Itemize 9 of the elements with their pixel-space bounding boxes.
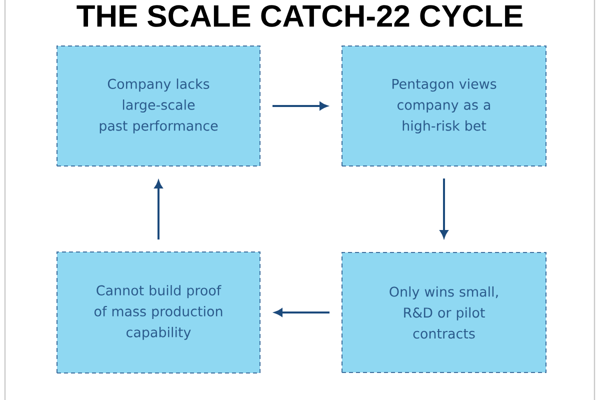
title: THE SCALE CATCH-22 CYCLE xyxy=(76,5,522,27)
arrow xyxy=(274,308,330,316)
process-box: Cannot build proof of mass production capability xyxy=(56,252,260,374)
process-box: Company lacks large-scale past performance xyxy=(56,46,260,166)
process-box: Only wins small, R&D or pilot contracts xyxy=(342,252,546,373)
process-box: Pentagon views company as a high-risk bet xyxy=(342,46,546,166)
arrow xyxy=(440,178,448,238)
arrow xyxy=(154,180,162,240)
arrow xyxy=(272,102,328,110)
